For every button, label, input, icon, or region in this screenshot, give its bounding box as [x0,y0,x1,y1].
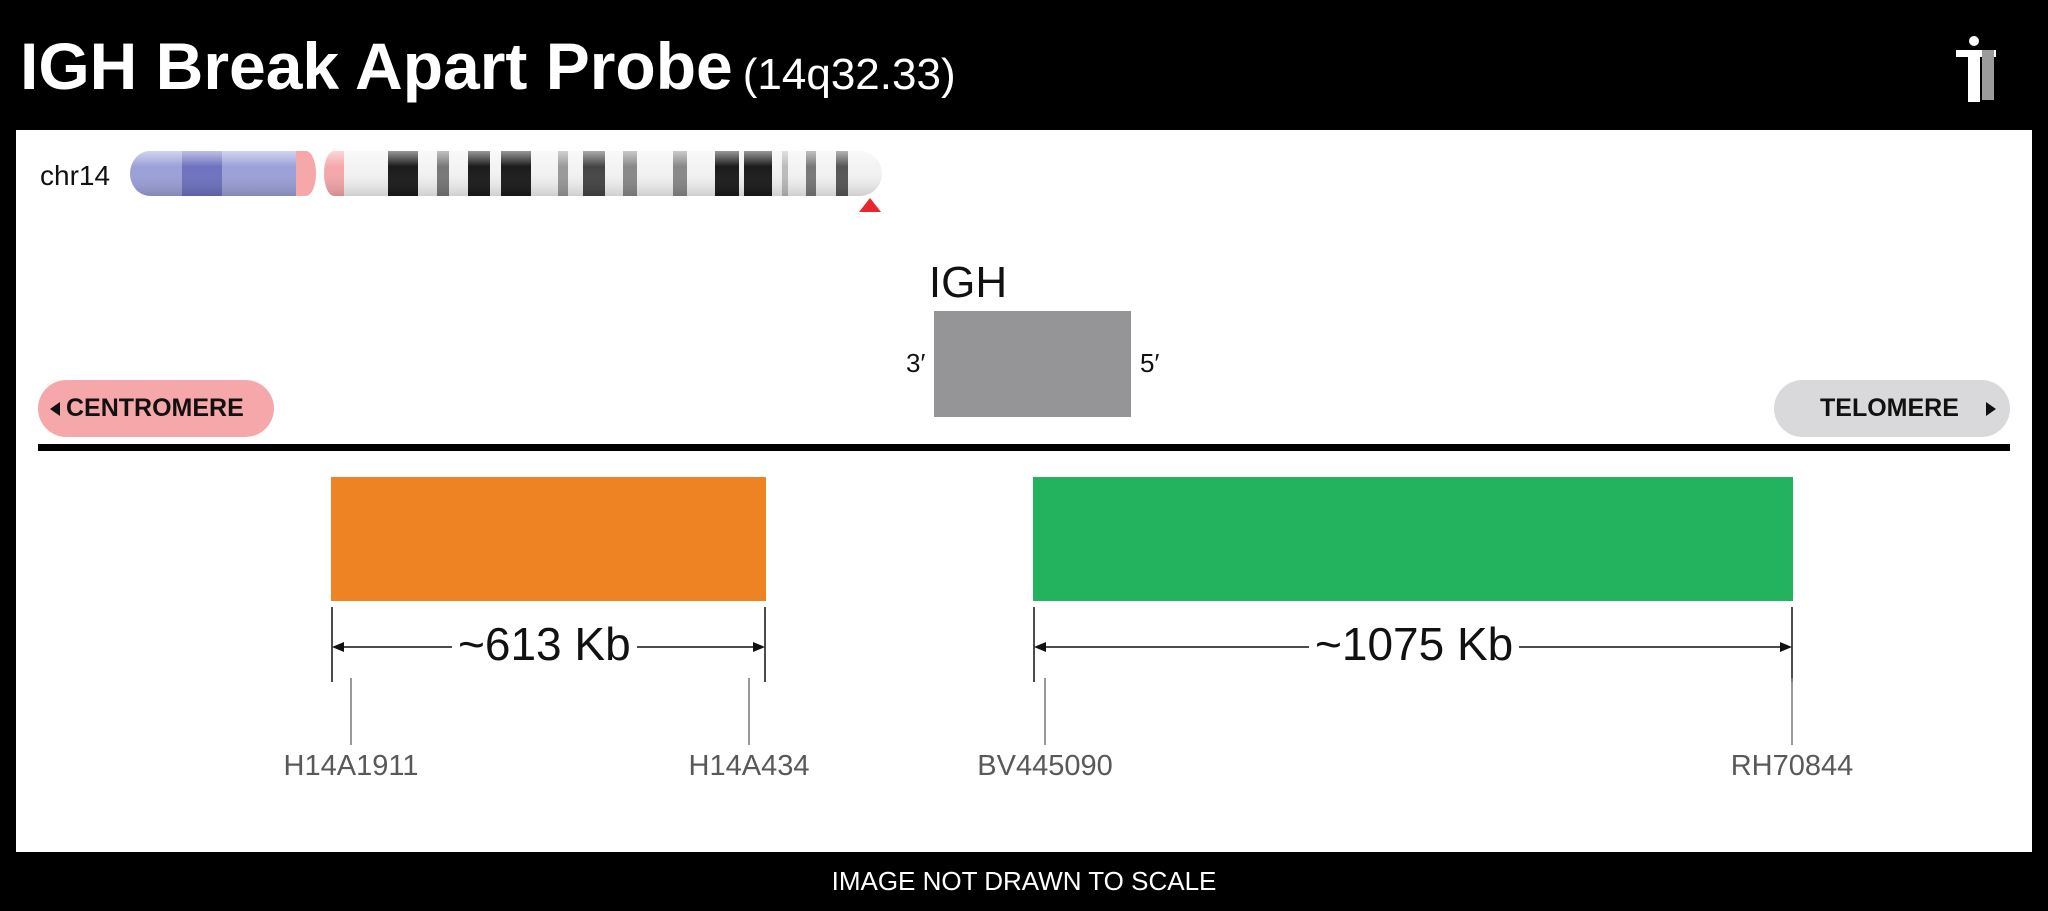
centromere-badge: CENTROMERE [38,380,274,437]
gene-region [934,311,1131,417]
green-probe [1033,477,1793,601]
gene-5prime-label: 5′ [1140,348,1160,378]
gene-label: IGH [928,258,1008,307]
locus-marker-icon [859,198,881,212]
diagram-panel: chr14 IGH [16,130,2032,852]
arrow-left-icon [50,402,60,416]
marker-label: H14A434 [688,750,810,782]
marker-label: BV445090 [977,750,1113,782]
chromosome-label: chr14 [40,160,111,191]
orange-probe-size: ~613 Kb [452,617,637,671]
scale-disclaimer: IMAGE NOT DRAWN TO SCALE [831,866,1217,896]
orange-probe [331,477,766,601]
marker-label: H14A1911 [283,750,419,782]
page-title: IGH Break Apart Probe(14q32.33) [20,26,956,115]
probe-title: IGH Break Apart Probe [20,29,733,103]
telomere-badge: TELOMERE [1774,380,2010,437]
header: IGH Break Apart Probe(14q32.33) [0,0,2048,130]
person-logo-icon [1956,36,1996,102]
dimension-lines [331,607,1793,745]
green-probe-size: ~1075 Kb [1309,617,1520,671]
locus-label: (14q32.33) [742,50,956,99]
gene-3prime-label: 3′ [906,348,926,378]
arrow-right-icon [1986,402,1996,416]
marker-label: RH70844 [1730,750,1854,782]
chromosome-ideogram [130,151,883,212]
centromere-label: CENTROMERE [66,394,244,422]
chromosome-baseline [38,444,2010,451]
telomere-label: TELOMERE [1820,394,1959,422]
